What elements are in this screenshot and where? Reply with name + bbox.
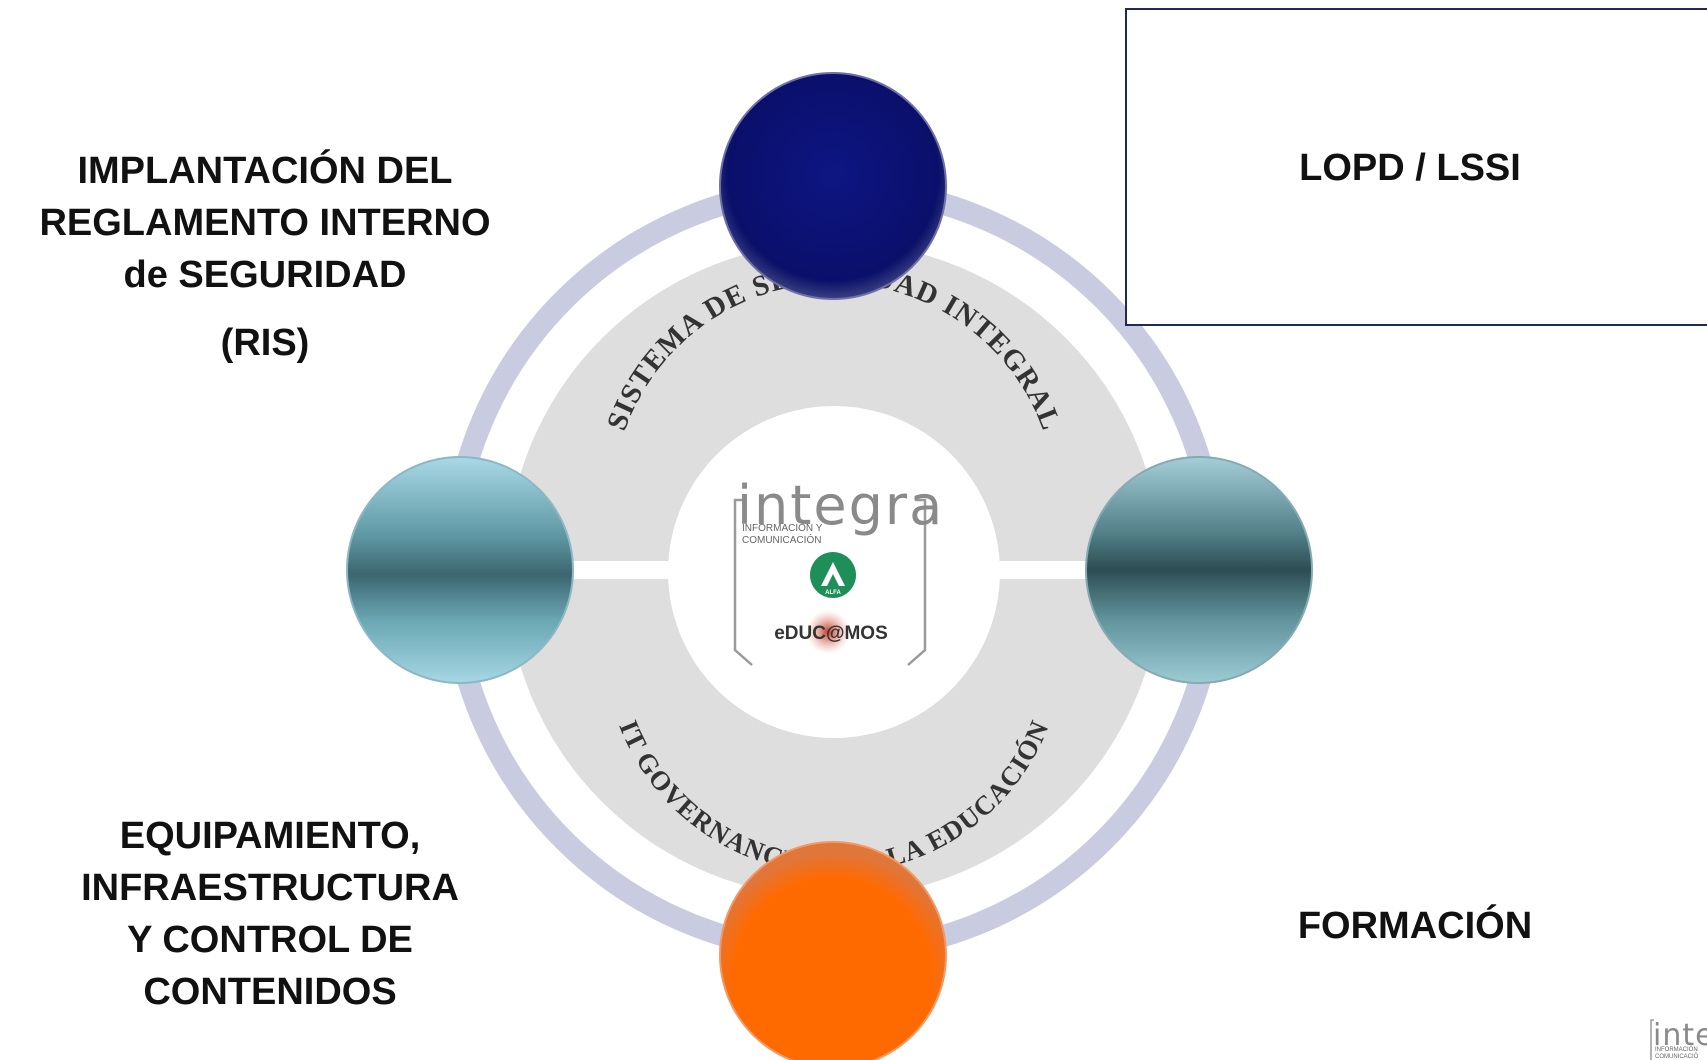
label-line: EQUIPAMIENTO, xyxy=(119,815,421,857)
label-line: Y CONTROL DE xyxy=(127,919,413,961)
sphere-bottom-orange xyxy=(719,841,947,1060)
logo-tagline-1: INFORMACIÓN Y xyxy=(742,521,823,534)
logo-educamos: eDUC@MOS xyxy=(774,623,888,644)
sphere-top-navy xyxy=(719,72,947,300)
connector-right xyxy=(990,561,1110,579)
label-equipamiento: EQUIPAMIENTO, INFRAESTRUCTURA Y CONTROL … xyxy=(40,810,500,1018)
center-logo: integra INFORMACIÓN Y COMUNICACIÓN ALFA … xyxy=(733,474,944,666)
logo-brand: integra xyxy=(737,474,944,537)
label-ris: (RIS) xyxy=(220,322,310,364)
corner-logo: inte INFORMACIÓN COMUNICACIÓ xyxy=(1650,1018,1707,1060)
corner-logo-tagline-2: COMUNICACIÓ xyxy=(1655,1053,1699,1060)
educamos-dots-icon xyxy=(806,610,850,654)
connector-left xyxy=(560,561,680,579)
label-line: IMPLANTACIÓN DEL xyxy=(77,150,453,192)
label-formacion: FORMACIÓN xyxy=(1297,905,1533,947)
label-line: de SEGURIDAD xyxy=(123,254,407,296)
corner-logo-brand: inte xyxy=(1653,1018,1707,1053)
lopd-box xyxy=(1125,8,1707,326)
alfa-icon xyxy=(810,552,856,598)
corner-logo-tagline-1: INFORMACIÓN xyxy=(1655,1046,1698,1053)
label-reglamento-interno: IMPLANTACIÓN DEL REGLAMENTO INTERNO de S… xyxy=(5,145,525,369)
sphere-right-teal xyxy=(1085,456,1313,684)
label-line: INFRAESTRUCTURA xyxy=(81,867,459,909)
sphere-left-teal xyxy=(346,456,574,684)
logo-tagline-2: COMUNICACIÓN xyxy=(742,533,821,546)
label-line: CONTENIDOS xyxy=(143,971,397,1013)
label-line: REGLAMENTO INTERNO xyxy=(39,202,491,244)
logo-alfa-badge: ALFA xyxy=(825,590,841,596)
label-lopd-lssi: LOPD / LSSI xyxy=(1299,147,1521,189)
